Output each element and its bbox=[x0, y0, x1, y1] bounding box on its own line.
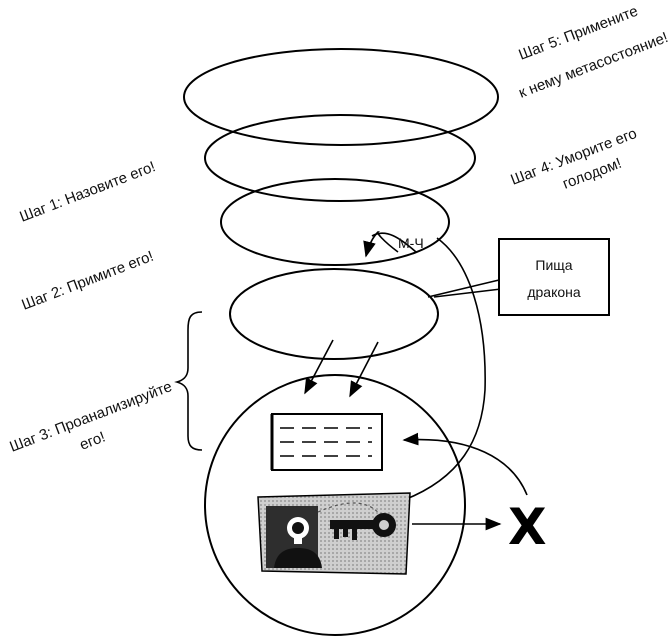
arrow-right-down bbox=[349, 341, 379, 398]
ellipse-level-2 bbox=[229, 268, 439, 360]
ellipse-level-5 bbox=[183, 48, 499, 146]
document-icon bbox=[270, 413, 383, 471]
arrow-left-down bbox=[304, 339, 334, 395]
x-mark: X bbox=[508, 498, 547, 556]
dragon-food-label-line2: дракона bbox=[527, 284, 581, 300]
mch-label: М-Ч bbox=[398, 235, 424, 251]
dragon-food-label-line1: Пища bbox=[535, 257, 572, 273]
mch-curve-arrow bbox=[363, 231, 399, 258]
ellipse-level-4 bbox=[204, 114, 476, 202]
step3-label-line2: его! bbox=[77, 429, 107, 454]
ellipse-level-3 bbox=[220, 178, 450, 266]
feedback-arrow bbox=[402, 432, 528, 496]
step1-label: Шаг 1: Назовите его! bbox=[17, 158, 158, 225]
step2-label: Шаг 2: Примите его! bbox=[19, 248, 156, 314]
mch-curve-body bbox=[371, 232, 417, 253]
dragon-food-connector-2 bbox=[433, 288, 502, 298]
step3-brace bbox=[174, 311, 203, 451]
loop-line bbox=[403, 237, 486, 501]
analysis-circle bbox=[204, 374, 466, 636]
keyhole-key-image bbox=[257, 492, 411, 575]
dragon-food-box bbox=[498, 238, 610, 316]
dragon-food-connector bbox=[427, 279, 500, 298]
